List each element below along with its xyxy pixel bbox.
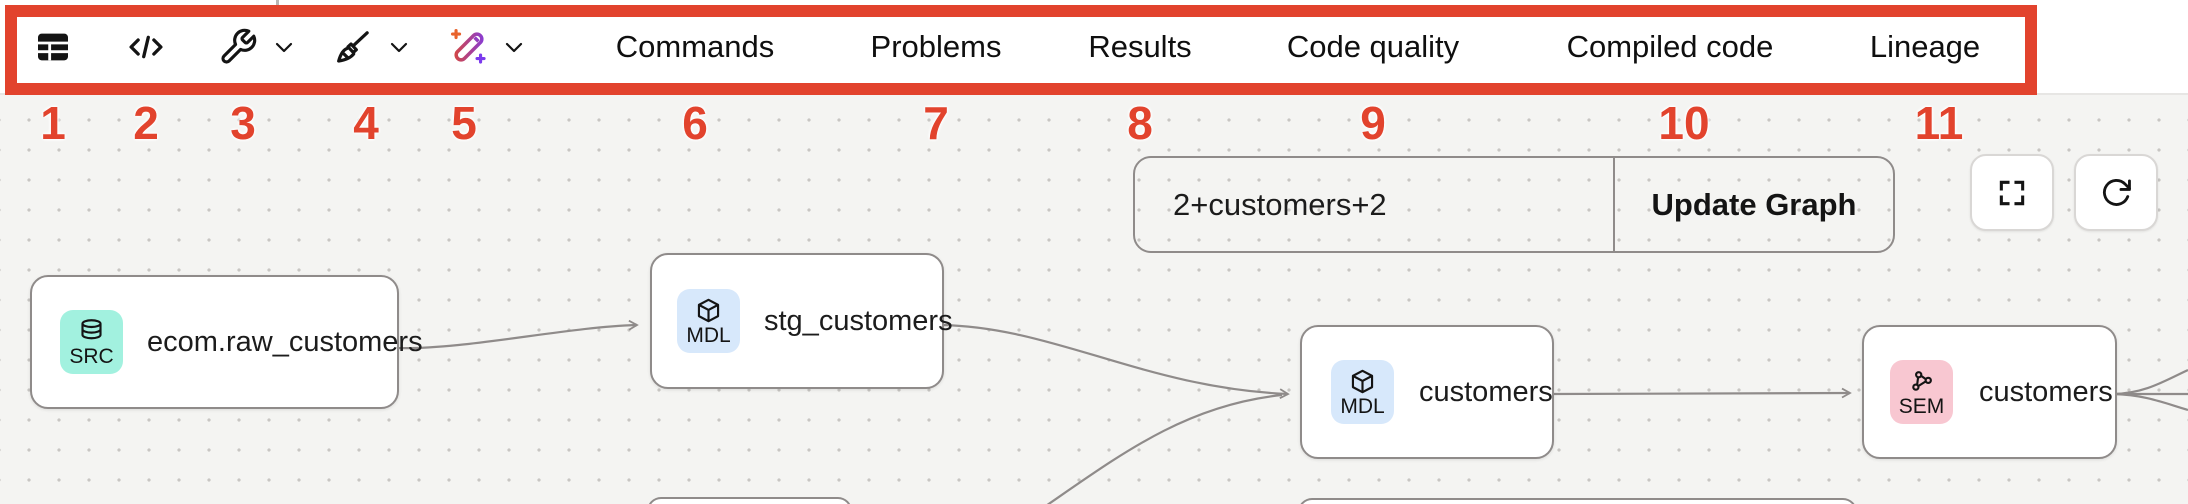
update-graph-button[interactable]: Update Graph — [1615, 158, 1893, 251]
tab-results[interactable]: Results — [1088, 0, 1191, 93]
pane-divider-tick — [276, 0, 279, 5]
code-icon — [125, 26, 167, 68]
node-label: ecom.raw_customers — [147, 325, 423, 358]
wrench-button[interactable] — [218, 0, 296, 93]
graph-filter-control: 2+customers+2 Update Graph — [1133, 156, 1895, 253]
node-badge-label: MDL — [686, 323, 731, 347]
node-badge-label: SRC — [69, 344, 114, 368]
lineage-canvas[interactable] — [0, 93, 2188, 504]
table-icon — [33, 27, 73, 67]
cube-icon — [695, 297, 722, 324]
database-icon — [78, 318, 105, 345]
tab-commands[interactable]: Commands — [616, 0, 775, 93]
chevron-down-icon — [272, 35, 296, 59]
tab-label: Code quality — [1286, 28, 1460, 64]
node-customers-sem[interactable]: SEM customers — [1862, 325, 2117, 459]
cube-icon — [1349, 368, 1376, 395]
graph-filter-input[interactable]: 2+customers+2 — [1135, 158, 1613, 251]
node-partial-bottom-left[interactable] — [647, 497, 852, 504]
tab-label: Problems — [870, 28, 1002, 64]
node-customers-mdl[interactable]: MDL customers — [1300, 325, 1554, 459]
fullscreen-icon — [1996, 177, 2028, 209]
chevron-down-icon — [502, 35, 526, 59]
refresh-icon — [2099, 176, 2133, 210]
table-button[interactable] — [33, 0, 73, 93]
graph-filter-value: 2+customers+2 — [1173, 186, 1387, 222]
tab-label: Results — [1088, 28, 1192, 64]
node-badge: SRC — [60, 310, 123, 374]
node-label: customers — [1979, 375, 2113, 408]
node-badge: MDL — [677, 289, 740, 353]
node-badge-label: MDL — [1340, 394, 1385, 418]
node-ecom-raw-customers[interactable]: SRC ecom.raw_customers — [30, 275, 423, 409]
tab-label: Compiled code — [1566, 28, 1774, 64]
share-nodes-icon — [1908, 368, 1935, 395]
tab-code-quality[interactable]: Code quality — [1287, 0, 1459, 93]
magic-wand-button[interactable] — [448, 0, 526, 93]
wrench-icon — [218, 27, 258, 67]
tab-label: Commands — [615, 28, 775, 64]
tab-problems[interactable]: Problems — [871, 0, 1002, 93]
node-partial-bottom-center[interactable] — [1298, 498, 1857, 504]
magic-wand-icon — [448, 26, 490, 68]
node-label: stg_customers — [764, 304, 953, 337]
refresh-button[interactable] — [2074, 154, 2158, 231]
node-badge: MDL — [1331, 360, 1394, 424]
node-label: customers — [1419, 375, 1553, 408]
fullscreen-button[interactable] — [1970, 154, 2054, 231]
tab-label: Lineage — [1869, 28, 1981, 64]
update-graph-label: Update Graph — [1651, 186, 1857, 222]
broom-button[interactable] — [333, 0, 411, 93]
node-badge: SEM — [1890, 360, 1953, 424]
chevron-down-icon — [387, 35, 411, 59]
node-stg-customers[interactable]: MDL stg_customers — [650, 253, 953, 389]
code-button[interactable] — [125, 0, 167, 93]
control-divider — [1613, 158, 1615, 251]
tab-compiled-code[interactable]: Compiled code — [1567, 0, 1774, 93]
node-badge-label: SEM — [1898, 394, 1945, 418]
broom-icon — [333, 27, 373, 67]
tab-lineage[interactable]: Lineage — [1870, 0, 1980, 93]
